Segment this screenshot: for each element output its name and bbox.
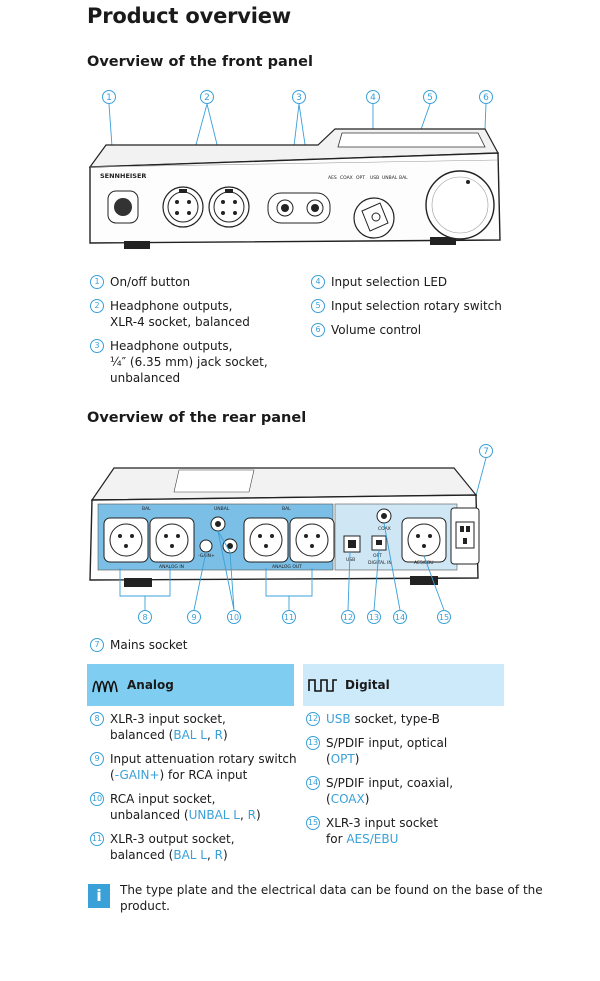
list-item: 13 S/PDIF input, optical(OPT) xyxy=(306,736,448,766)
callout-6: 6 xyxy=(483,93,489,103)
rear-label-digital-in: DIGITAL IN xyxy=(368,560,392,566)
list-item: 11 XLR-3 output socket,balanced (BAL L, … xyxy=(90,832,235,862)
list-item: 1 On/off button xyxy=(90,274,190,290)
callout-15: 15 xyxy=(439,613,449,622)
item-number: 7 xyxy=(90,638,104,652)
analog-band: Analog xyxy=(87,664,294,706)
list-item: 4 Input selection LED xyxy=(311,274,447,290)
item-number: 2 xyxy=(90,299,104,313)
callout-4: 4 xyxy=(370,93,376,103)
callout-13: 13 xyxy=(369,613,379,622)
led-label-bal: BAL xyxy=(399,175,408,181)
list-item: 5 Input selection rotary switch xyxy=(311,298,502,314)
info-icon: i xyxy=(88,884,110,908)
item-number: 6 xyxy=(311,323,325,337)
item-number: 5 xyxy=(311,299,325,313)
callout-3: 3 xyxy=(296,93,302,103)
list-item: 9 Input attenuation rotary switch(-GAIN+… xyxy=(90,751,297,783)
callout-11: 11 xyxy=(284,613,294,622)
list-item: 14 S/PDIF input, coaxial,(COAX) xyxy=(306,776,454,806)
rear-label-aes: AES/EBU xyxy=(414,560,434,566)
rear-label-analog-in: ANALOG IN xyxy=(159,564,184,570)
rear-label-gain: -GAIN+ xyxy=(198,553,215,559)
rear-panel-diagram: 7 BAL UNBAL ANALOG IN -GAIN+ BAL xyxy=(89,444,493,624)
digital-square-wave-icon xyxy=(308,679,337,692)
callout-5: 5 xyxy=(427,93,433,103)
front-panel-diagram: 1 2 3 4 5 6 SENNHEISER AES COAX OPT USB xyxy=(88,90,501,249)
callout-1: 1 xyxy=(106,93,112,103)
callout-12: 12 xyxy=(343,613,353,622)
rear-label-bal-out: BAL xyxy=(282,506,291,512)
rear-label-usb: USB xyxy=(346,557,355,563)
note-text: The type plate and the electrical data c… xyxy=(120,883,543,913)
callout-2: 2 xyxy=(204,93,210,103)
led-label-opt: OPT xyxy=(356,175,365,181)
led-label-usb: USB xyxy=(370,175,379,181)
list-item: 6 Volume control xyxy=(311,322,421,338)
led-label-unbal: UNBAL xyxy=(382,175,398,181)
digital-band: Digital xyxy=(303,664,504,706)
analog-label: Analog xyxy=(127,678,174,692)
item-number: 4 xyxy=(311,275,325,289)
list-item: 10 RCA input socket,unbalanced (UNBAL L,… xyxy=(90,792,261,822)
callout-8: 8 xyxy=(142,613,147,622)
page-title: Product overview xyxy=(87,4,292,28)
rear-label-bal: BAL xyxy=(142,506,151,512)
rear-label-coax: COAX xyxy=(378,526,391,532)
list-item: 8 XLR-3 input socket,balanced (BAL L, R) xyxy=(90,711,228,743)
led-label-coax: COAX xyxy=(340,175,353,181)
front-panel-heading: Overview of the front panel xyxy=(87,54,313,70)
led-label-aes: AES xyxy=(328,175,337,181)
callout-14: 14 xyxy=(395,613,405,622)
item-number: 3 xyxy=(90,339,104,353)
brand-logo: SENNHEISER xyxy=(100,172,146,180)
rear-label-analog-out: ANALOG OUT xyxy=(272,564,302,570)
list-item: 2 Headphone outputs,XLR-4 socket, balanc… xyxy=(90,298,250,330)
digital-label: Digital xyxy=(345,678,390,692)
callout-10: 10 xyxy=(229,613,239,622)
rear-label-opt: OPT xyxy=(373,553,382,559)
list-item: 12 USB socket, type-B xyxy=(306,712,440,726)
callout-9: 9 xyxy=(191,613,196,622)
analog-wave-icon xyxy=(92,680,118,693)
rear-panel-heading: Overview of the rear panel xyxy=(87,410,307,426)
callout-7: 7 xyxy=(483,447,489,457)
list-item: 3 Headphone outputs,¼″ (6.35 mm) jack so… xyxy=(90,338,268,386)
item-number: 1 xyxy=(90,275,104,289)
list-item: 7 Mains socket xyxy=(90,637,188,653)
rear-label-unbal: UNBAL xyxy=(214,506,230,512)
